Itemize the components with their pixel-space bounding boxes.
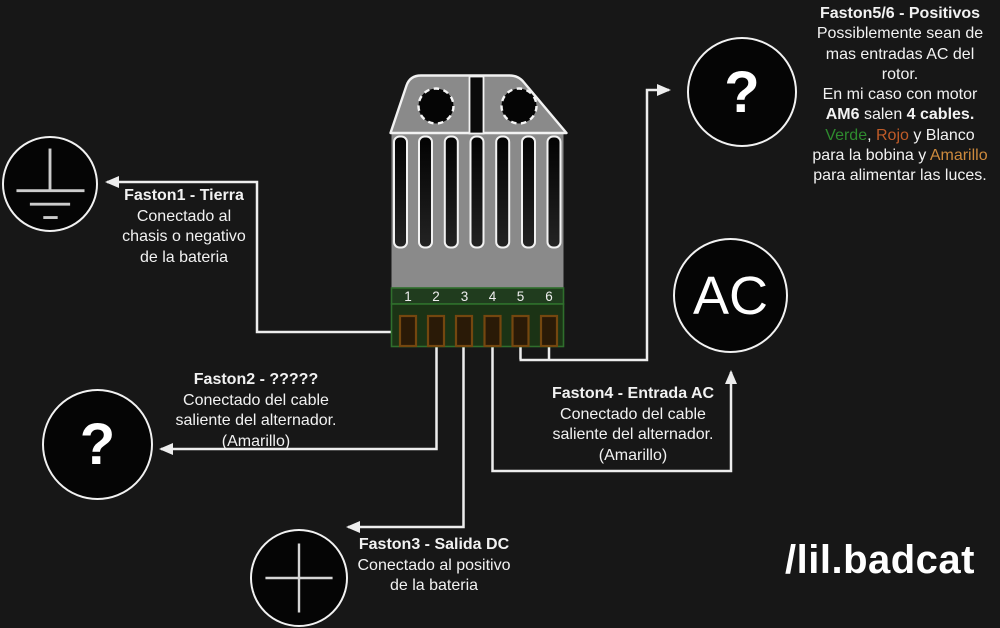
faston56-line: Verde, Rojo y Blanco [825,126,975,144]
faston1-line: Conectado al [136,207,232,225]
amarillo-word: Amarillo [929,147,988,165]
ac-label: AC [692,265,768,326]
faston1-title: Faston1 - Tierra [124,187,244,204]
pin-4 [483,314,502,348]
faston4-line: saliente del alternador. [552,426,714,443]
faston2-title: Faston2 - ????? [193,371,319,388]
positive-node [250,529,348,627]
wire-pin4-to-ac [491,346,737,473]
faston56-line: Possiblemente sean de [816,25,984,43]
ac-node: AC [673,238,788,353]
faston4-title: Faston4 - Entrada AC [551,385,715,402]
faston3-note: Faston3 - Salida DC Conectado al positiv… [343,535,525,597]
pin-2 [426,314,446,348]
mount-hole-right [500,87,538,125]
faston1-note: Faston1 - Tierra Conectado al chasis o n… [96,186,272,268]
question-mark-icon: ? [79,412,116,477]
faston2-line: Conectado del cable [183,391,329,409]
am6-label: AM6 [825,106,860,124]
faston4-line: (Amarillo) [598,446,668,464]
pin-number-4: 4 [488,289,497,304]
faston56-line: rotor. [881,65,919,83]
connector-slots [393,135,562,249]
faston3-line: de la bateria [389,577,479,594]
pin-number-6: 6 [545,289,553,304]
faston56-line: En mi caso con motor [822,86,978,104]
faston4-line: Conectado del cable [560,405,706,423]
wire-pin2-to-unknown-left [159,346,438,455]
pin-number-labels: 1 2 3 4 5 6 [392,288,564,304]
faston2-line: saliente del alternador. [175,412,337,429]
pin-base-board [390,303,565,348]
faston56-line: AM6 salen 4 cables. [825,106,975,124]
faston1-line: chasis o negativo [122,228,246,245]
pin-number-5: 5 [516,289,525,304]
pin-6 [539,314,559,348]
pin-3 [454,314,474,348]
connector [389,74,568,348]
wires [105,84,737,533]
faston56-line: para la bobina y Amarillo [812,147,988,165]
faston-pins [398,314,559,348]
faston3-line: Conectado al positivo [357,556,511,574]
question-mark-icon: ? [724,59,760,125]
faston2-note: Faston2 - ????? Conectado del cable sali… [166,370,346,452]
wire-pin3-to-positive [346,346,465,533]
faston56-title: Faston5/6 - Positivos [819,5,981,22]
pin-number-2: 2 [432,289,440,304]
faston56-line: mas entradas AC del [825,45,975,63]
earth-ground-icon [16,148,85,219]
pin-number-1: 1 [404,289,412,304]
unknown-left-node: ? [42,389,153,500]
mount-hole-left [417,87,455,125]
plus-icon [265,543,333,613]
faston56-note: Faston5/6 - Positivos Possiblemente sean… [798,4,1000,187]
wire-pin56-to-unknown-top [519,84,671,362]
wire-pin1-to-ground [105,176,402,334]
connector-center-divider [468,75,485,135]
faston2-line: (Amarillo) [221,432,291,450]
pin-5 [511,314,530,348]
rojo-word: Rojo [875,126,909,144]
unknown-top-node: ? [687,37,797,147]
cables-label: 4 cables. [906,106,975,124]
verde-word: Verde [825,126,868,144]
faston4-note: Faston4 - Entrada AC Conectado del cable… [542,384,724,466]
faston56-line: para alimentar las luces. [813,167,987,185]
faston3-title: Faston3 - Salida DC [358,536,510,553]
watermark: /lil.badcat [785,538,975,582]
pin-number-3: 3 [460,289,469,304]
faston1-line: de la bateria [139,248,229,266]
pin-1 [398,314,418,348]
ground-node [2,136,98,232]
